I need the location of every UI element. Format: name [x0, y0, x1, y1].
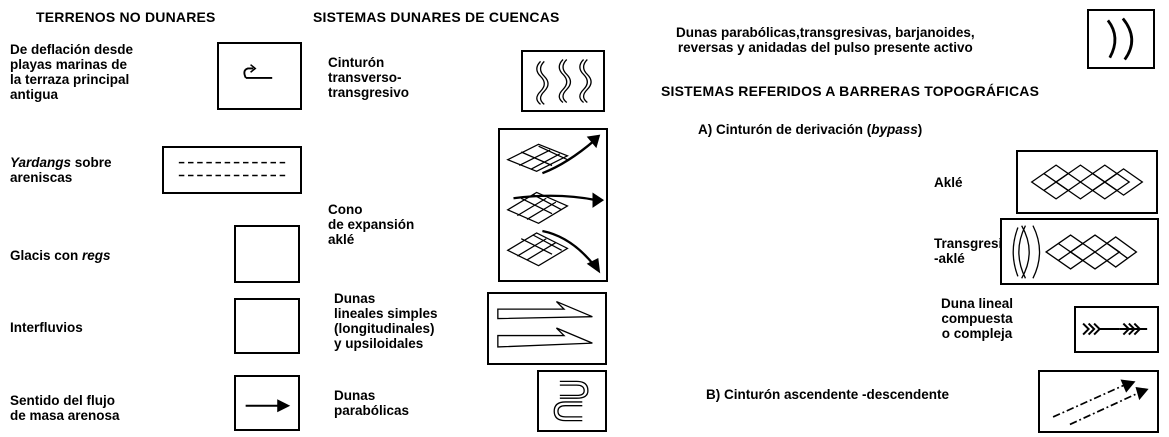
right-arrow-icon	[234, 375, 300, 431]
label-akle: Aklé	[934, 175, 963, 190]
chevron-line-icon	[1074, 306, 1159, 353]
label-cono-expansion: Cono de expansión aklé	[328, 202, 415, 247]
label-sentido-flujo: Sentido del flujo de masa arenosa	[10, 393, 120, 423]
label-glacis: Glacis con regs	[10, 248, 111, 263]
subheading-ascendente-descendente: B) Cinturón ascendente -descendente	[706, 387, 950, 402]
label-dunas-lineales: Dunas lineales simples (longitudinales) …	[334, 291, 438, 351]
heading-terrenos-no-dunares: TERRENOS NO DUNARES	[36, 9, 216, 25]
empty-box-icon	[234, 298, 300, 354]
diamond-lattice-icon	[1016, 150, 1158, 214]
label-dunas-pulso-presente: Dunas parabólicas,transgresivas, barjano…	[676, 25, 975, 55]
dashed-lines-icon	[162, 146, 302, 194]
label-interfluvios: Interfluvios	[10, 320, 83, 335]
dashed-arrows-icon	[1038, 370, 1159, 433]
heading-sistemas-cuencas: SISTEMAS DUNARES DE CUENCAS	[313, 9, 560, 25]
label-cinturon-transverso: Cinturón transverso- transgresivo	[328, 55, 410, 100]
label-deflacion: De deflación desde playas marinas de la …	[10, 42, 134, 102]
label-duna-lineal-compuesta: Duna lineal compuesta o compleja	[941, 296, 1014, 341]
label-transgresivo-akle: Transgresivo -aklé	[934, 236, 1019, 266]
empty-box-icon	[234, 225, 300, 283]
linear-dunes-icon	[487, 292, 607, 365]
heading-barreras-topograficas: SISTEMAS REFERIDOS A BARRERAS TOPOGRÁFIC…	[661, 83, 1040, 99]
parabolic-dunes-icon	[537, 370, 607, 432]
crescent-arcs-icon	[1087, 9, 1155, 69]
subheading-bypass: A) Cinturón de derivación (bypass)	[698, 122, 923, 137]
crescent-lattice-icon	[1000, 218, 1159, 285]
akle-fan-icon	[498, 128, 608, 282]
hook-arrow-icon	[217, 42, 302, 110]
label-dunas-parabolicas: Dunas parabólicas	[334, 388, 410, 418]
label-yardangs: Yardangs sobre areniscas	[10, 155, 112, 185]
wavy-lines-icon	[521, 50, 605, 112]
